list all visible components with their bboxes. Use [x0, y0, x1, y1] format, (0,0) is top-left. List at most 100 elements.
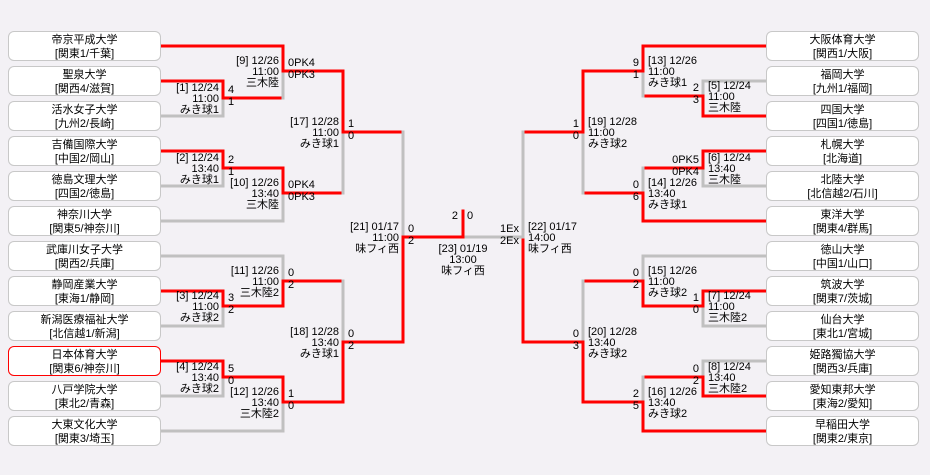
match-score: 2	[228, 304, 235, 316]
team-box[interactable]: 帝京平成大学[関東1/千葉]	[8, 31, 161, 61]
team-name: 東洋大学	[820, 209, 865, 221]
match-venue: みき球1	[179, 104, 219, 116]
team-box[interactable]: 新潟医療福祉大学[北信越1/新潟]	[8, 311, 161, 341]
team-box[interactable]: 日本体育大学[関東6/神奈川]	[8, 346, 161, 376]
team-region: [関西1/大阪]	[812, 48, 873, 60]
match-venue: みき球2	[648, 408, 688, 420]
team-box[interactable]: 大阪体育大学[関西1/大阪]	[766, 31, 919, 61]
match-time: 11:00	[372, 232, 399, 244]
match-label: [13] 12/26	[648, 55, 697, 67]
match-time: 13:40	[311, 337, 339, 349]
match-label: [11] 12/26	[230, 265, 279, 277]
match-score: 0	[632, 179, 639, 191]
match-score: 1	[632, 69, 639, 81]
match-score: 3	[572, 340, 579, 352]
team-box[interactable]: 東洋大学[関東4/群馬]	[766, 206, 919, 236]
match-label: [1] 12/24	[176, 82, 219, 94]
team-region: [東海2/愛知]	[812, 398, 873, 410]
team-region: [関東5/神奈川]	[49, 223, 120, 235]
match-time: 11:00	[648, 66, 675, 78]
team-region: [関東7/茨城]	[812, 293, 873, 305]
match-score: 1Ex	[500, 223, 519, 235]
match-label: [4] 12/24	[176, 361, 219, 373]
match-venue: 三木陸2	[708, 312, 748, 324]
team-name: 徳山大学	[820, 244, 865, 256]
team-region: [関東6/神奈川]	[49, 363, 120, 375]
match-venue: みき球2	[588, 138, 628, 150]
team-box[interactable]: 活水女子大学[九州2/長崎]	[8, 101, 161, 131]
match-venue: 三木陸	[708, 174, 741, 186]
match-score: 2	[288, 279, 295, 291]
match-venue: みき球1	[179, 174, 219, 186]
team-box[interactable]: 札幌大学[北海道]	[766, 136, 919, 166]
match-venue: 三木陸2	[239, 287, 279, 299]
team-box[interactable]: 徳山大学[中国1/山口]	[766, 241, 919, 271]
team-name: 武庫川女子大学	[46, 244, 123, 256]
match-label: [22] 01/17	[528, 221, 577, 233]
team-box[interactable]: 四国大学[四国1/徳島]	[766, 101, 919, 131]
team-box[interactable]: 聖泉大学[関西4/滋賀]	[8, 66, 161, 96]
team-box[interactable]: 大東文化大学[関東3/埼玉]	[8, 416, 161, 446]
match-venue: みき球2	[648, 287, 688, 299]
match-label: [12] 12/26	[230, 386, 279, 398]
team-box[interactable]: 徳島文理大学[四国2/徳島]	[8, 171, 161, 201]
team-box[interactable]: 武庫川女子大学[関西2/兵庫]	[8, 241, 161, 271]
match-score: 2	[348, 340, 355, 352]
match-label: [20] 12/28	[588, 326, 637, 338]
match-label: [7] 12/24	[708, 290, 751, 302]
match-time: 11:00	[708, 301, 735, 313]
match-score: 2Ex	[500, 235, 519, 247]
team-box[interactable]: 静岡産業大学[東海1/静岡]	[8, 276, 161, 306]
match-score: 2	[632, 279, 639, 291]
team-name: 静岡産業大学	[51, 279, 118, 291]
match-score: 4	[228, 84, 235, 96]
match-score: 0	[348, 328, 355, 340]
match-score: 9	[632, 57, 639, 69]
final-score-left: 2	[451, 210, 458, 222]
team-name: 活水女子大学	[51, 104, 118, 116]
match-time: 13:40	[251, 397, 279, 409]
team-name: 北陸大学	[820, 174, 865, 186]
team-box[interactable]: 福岡大学[九州1/福岡]	[766, 66, 919, 96]
team-region: [関東1/千葉]	[54, 48, 115, 60]
team-box[interactable]: 神奈川大学[関東5/神奈川]	[8, 206, 161, 236]
match-score: 1	[692, 292, 699, 304]
match-time: 11:00	[648, 276, 675, 288]
match-score: 0	[632, 267, 639, 279]
match-time: 13:40	[708, 163, 736, 175]
match-time: 11:00	[192, 93, 219, 105]
match-venue: 三木陸	[708, 102, 741, 114]
team-box[interactable]: 筑波大学[関東7/茨城]	[766, 276, 919, 306]
team-box[interactable]: 八戸学院大学[東北2/青森]	[8, 381, 161, 411]
team-box[interactable]: 吉備国際大学[中国2/岡山]	[8, 136, 161, 166]
match-score: 0	[572, 130, 579, 142]
team-box[interactable]: 姫路獨協大学[関西3/兵庫]	[766, 346, 919, 376]
team-box[interactable]: 仙台大学[東北1/宮城]	[766, 311, 919, 341]
match-label: [6] 12/24	[708, 152, 751, 164]
team-box[interactable]: 早稲田大学[関東2/東京]	[766, 416, 919, 446]
match-time: 13:40	[588, 337, 616, 349]
match-score: 0	[348, 130, 355, 142]
match-score: 0	[692, 363, 699, 375]
match-time: 11:00	[588, 127, 615, 139]
team-box[interactable]: 北陸大学[北信越2/石川]	[766, 171, 919, 201]
match-score: 0	[408, 223, 415, 235]
team-box[interactable]: 愛知東邦大学[東海2/愛知]	[766, 381, 919, 411]
match-label: [9] 12/26	[236, 55, 279, 67]
match-label: [21] 01/17	[350, 221, 399, 233]
match-score: 0	[228, 375, 235, 387]
match-score: 0	[692, 304, 699, 316]
match-label: [14] 12/26	[648, 177, 697, 189]
team-region: [関西3/兵庫]	[812, 363, 873, 375]
match-score: 3	[228, 292, 235, 304]
